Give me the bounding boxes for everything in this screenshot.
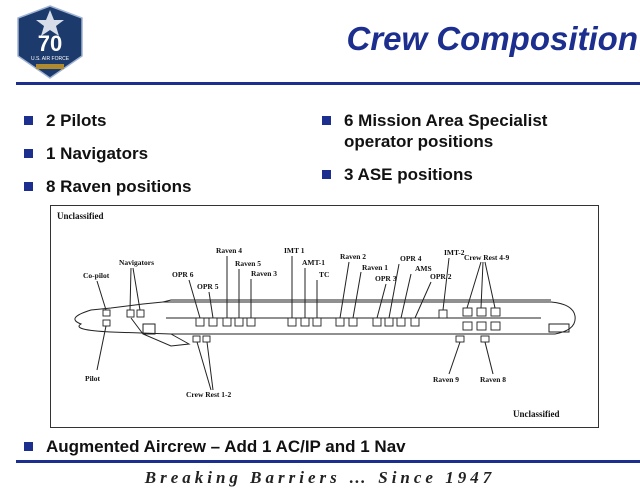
label-ams: AMS xyxy=(415,264,432,273)
right-bullet-list: 6 Mission Area Specialist operator posit… xyxy=(318,110,618,197)
label-navigators: Navigators xyxy=(119,258,154,267)
seat-group xyxy=(102,307,501,343)
seat-opr3 xyxy=(372,317,382,327)
seat-crewrest-4 xyxy=(462,307,473,317)
seat-tc xyxy=(312,317,322,327)
footer-slogan: Breaking Barriers … Since 1947 xyxy=(144,468,496,487)
seat-crewrest-6 xyxy=(490,307,501,317)
bullet-raven-positions: 8 Raven positions xyxy=(20,176,191,197)
logo-shield xyxy=(17,5,83,79)
title-divider xyxy=(16,82,640,85)
footer-divider xyxy=(16,460,640,463)
bullet-augmented-aircrew: Augmented Aircrew – Add 1 AC/IP and 1 Na… xyxy=(20,436,406,457)
seat-copilot xyxy=(102,309,111,317)
label-opr4: OPR 4 xyxy=(400,254,422,263)
label-raven8: Raven 8 xyxy=(480,375,506,384)
label-opr2: OPR 2 xyxy=(430,272,452,281)
marking-top: Unclassified xyxy=(57,211,104,221)
label-imt2: IMT-2 xyxy=(444,248,465,257)
seat-raven3 xyxy=(246,317,256,327)
seat-raven4 xyxy=(222,317,232,327)
marking-bottom: Unclassified xyxy=(513,409,560,419)
label-raven3: Raven 3 xyxy=(251,269,277,278)
usaf-70-logo: 70 U.S. AIR FORCE xyxy=(14,4,86,80)
label-crewrest12: Crew Rest 1-2 xyxy=(186,390,232,399)
seat-crewrest-1 xyxy=(192,335,201,343)
label-raven1: Raven 1 xyxy=(362,263,388,272)
label-opr3: OPR 3 xyxy=(375,274,397,283)
seat-pilot xyxy=(102,319,111,327)
leader-lines xyxy=(96,256,496,391)
seat-amt1 xyxy=(300,317,310,327)
aircraft-crew-diagram: Unclassified Unclassified xyxy=(50,205,599,428)
bullet-mission-specialists: 6 Mission Area Specialist operator posit… xyxy=(318,110,618,152)
seat-crewrest-9 xyxy=(490,321,501,331)
label-tc: TC xyxy=(319,270,329,279)
bullet-ase-positions: 3 ASE positions xyxy=(318,164,618,185)
label-raven5: Raven 5 xyxy=(235,259,261,268)
bullet-pilots: 2 Pilots xyxy=(20,110,191,131)
seat-crewrest-2 xyxy=(202,335,211,343)
label-raven9: Raven 9 xyxy=(433,375,459,384)
seat-crewrest-8 xyxy=(476,321,487,331)
seat-raven2 xyxy=(335,317,345,327)
seat-raven1 xyxy=(348,317,358,327)
logo-number: 70 xyxy=(38,31,62,56)
seat-opr6 xyxy=(195,317,205,327)
left-bullet-list: 2 Pilots 1 Navigators 8 Raven positions xyxy=(20,110,191,209)
seat-raven9 xyxy=(455,335,465,343)
label-crewrest49: Crew Rest 4-9 xyxy=(464,253,510,262)
seat-crewrest-7 xyxy=(462,321,473,331)
label-opr6: OPR 6 xyxy=(172,270,194,279)
seat-opr5 xyxy=(208,317,218,327)
seat-ams xyxy=(396,317,406,327)
seat-imt2 xyxy=(438,309,448,319)
seat-navigator-1 xyxy=(126,309,135,318)
seat-raven5 xyxy=(234,317,244,327)
slide-title: Crew Composition xyxy=(346,20,638,57)
augmented-bullet-list: Augmented Aircrew – Add 1 AC/IP and 1 Na… xyxy=(20,436,406,457)
label-raven4: Raven 4 xyxy=(216,246,242,255)
label-copilot: Co-pilot xyxy=(83,271,110,280)
seat-opr4 xyxy=(384,317,394,327)
seat-crewrest-5 xyxy=(476,307,487,317)
seat-navigator-2 xyxy=(136,309,145,318)
logo-text: U.S. AIR FORCE xyxy=(31,56,70,62)
label-opr5: OPR 5 xyxy=(197,282,219,291)
seat-imt1 xyxy=(287,317,297,327)
logo-star-icon xyxy=(36,10,64,36)
label-amt1: AMT-1 xyxy=(302,258,325,267)
seat-raven8 xyxy=(480,335,490,343)
label-raven2: Raven 2 xyxy=(340,252,366,261)
seat-opr2 xyxy=(410,317,420,327)
logo-banner xyxy=(36,64,64,69)
label-imt1: IMT 1 xyxy=(284,246,305,255)
label-pilot: Pilot xyxy=(85,374,100,383)
bullet-navigators: 1 Navigators xyxy=(20,143,191,164)
